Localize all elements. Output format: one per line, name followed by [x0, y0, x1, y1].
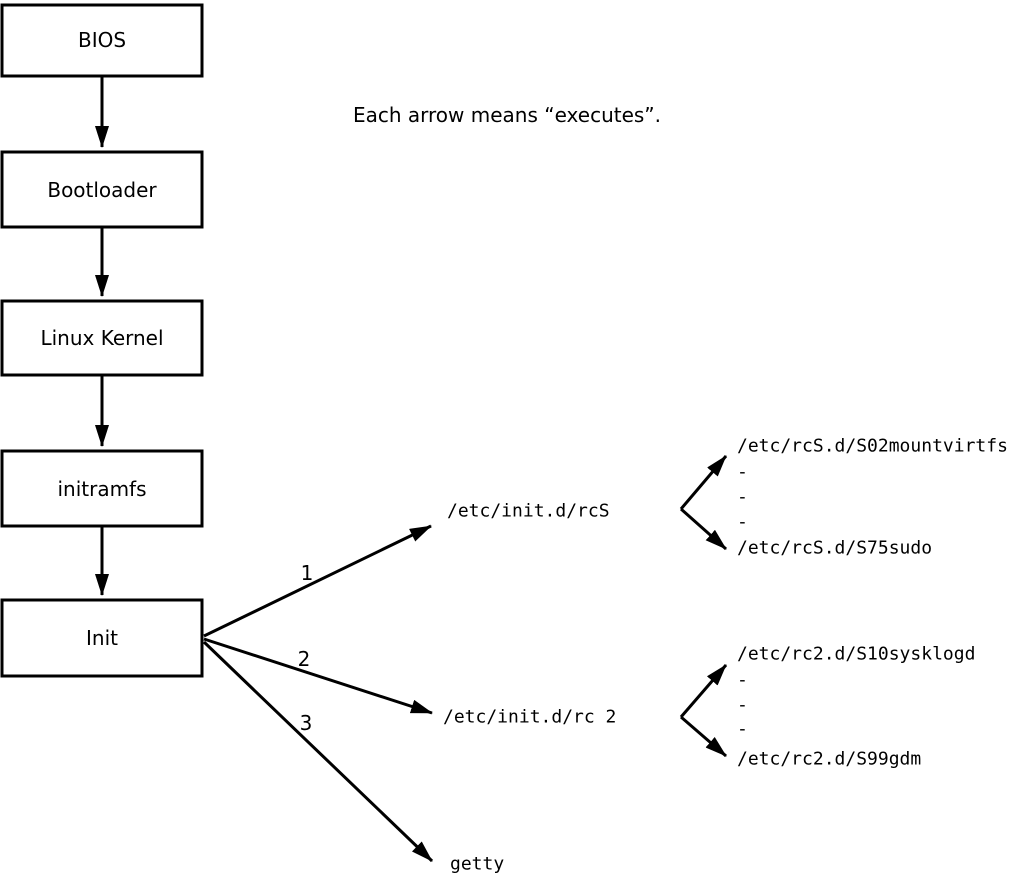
rcS-child-first: /etc/rcS.d/S02mountvirtfs [737, 436, 1008, 457]
boot-chain: BIOS Bootloader Linux Kernel initramfs I… [0, 3, 204, 678]
branch-number-2: 2 [298, 647, 311, 671]
rc2-child-dash-2: - [737, 695, 748, 716]
bios-label: BIOS [78, 28, 126, 52]
rc2-script-path: /etc/init.d/rc 2 [443, 707, 616, 728]
rcS-fanout: /etc/rcS.d/S02mountvirtfs - - - /etc/rcS… [679, 436, 1008, 559]
bios-box [0, 3, 204, 78]
bootloader-box [0, 150, 204, 229]
rc2-child-last: /etc/rc2.d/S99gdm [737, 749, 921, 770]
bootloader-label: Bootloader [47, 178, 157, 202]
init-box [0, 598, 204, 678]
arrow-init-to-rc2 [203, 637, 433, 715]
arrow-rc2-to-s10 [679, 664, 728, 718]
rc2-child-dash-1: - [737, 670, 748, 691]
branch-number-3: 3 [300, 711, 313, 735]
rcS-child-dash-3: - [737, 512, 748, 533]
arrow-rcS-to-s02 [679, 455, 728, 510]
rcS-script-path: /etc/init.d/rcS [447, 501, 610, 522]
branch-number-1: 1 [301, 561, 314, 585]
rcS-child-dash-2: - [737, 487, 748, 508]
init-label: Init [86, 626, 118, 650]
arrow-rcS-to-s75 [680, 507, 727, 551]
rc2-fanout: /etc/rc2.d/S10sysklogd - - - /etc/rc2.d/… [679, 644, 975, 770]
arrow-init-to-getty [202, 640, 434, 863]
arrow-meaning-note: Each arrow means “executes”. [353, 103, 661, 127]
init-branches: 1 2 3 /etc/init.d/rcS /etc/init.d/rc 2 g… [202, 501, 616, 875]
linux-kernel-label: Linux Kernel [40, 326, 163, 350]
rc2-child-dash-3: - [737, 719, 748, 740]
rcS-child-last: /etc/rcS.d/S75sudo [737, 538, 932, 559]
arrow-init-to-rcS [203, 524, 432, 638]
initramfs-box [0, 449, 204, 528]
initramfs-label: initramfs [57, 477, 146, 501]
arrow-rc2-to-s99 [680, 715, 727, 758]
rc2-child-first: /etc/rc2.d/S10sysklogd [737, 644, 975, 665]
rcS-child-dash-1: - [737, 462, 748, 483]
getty-label: getty [450, 854, 504, 875]
